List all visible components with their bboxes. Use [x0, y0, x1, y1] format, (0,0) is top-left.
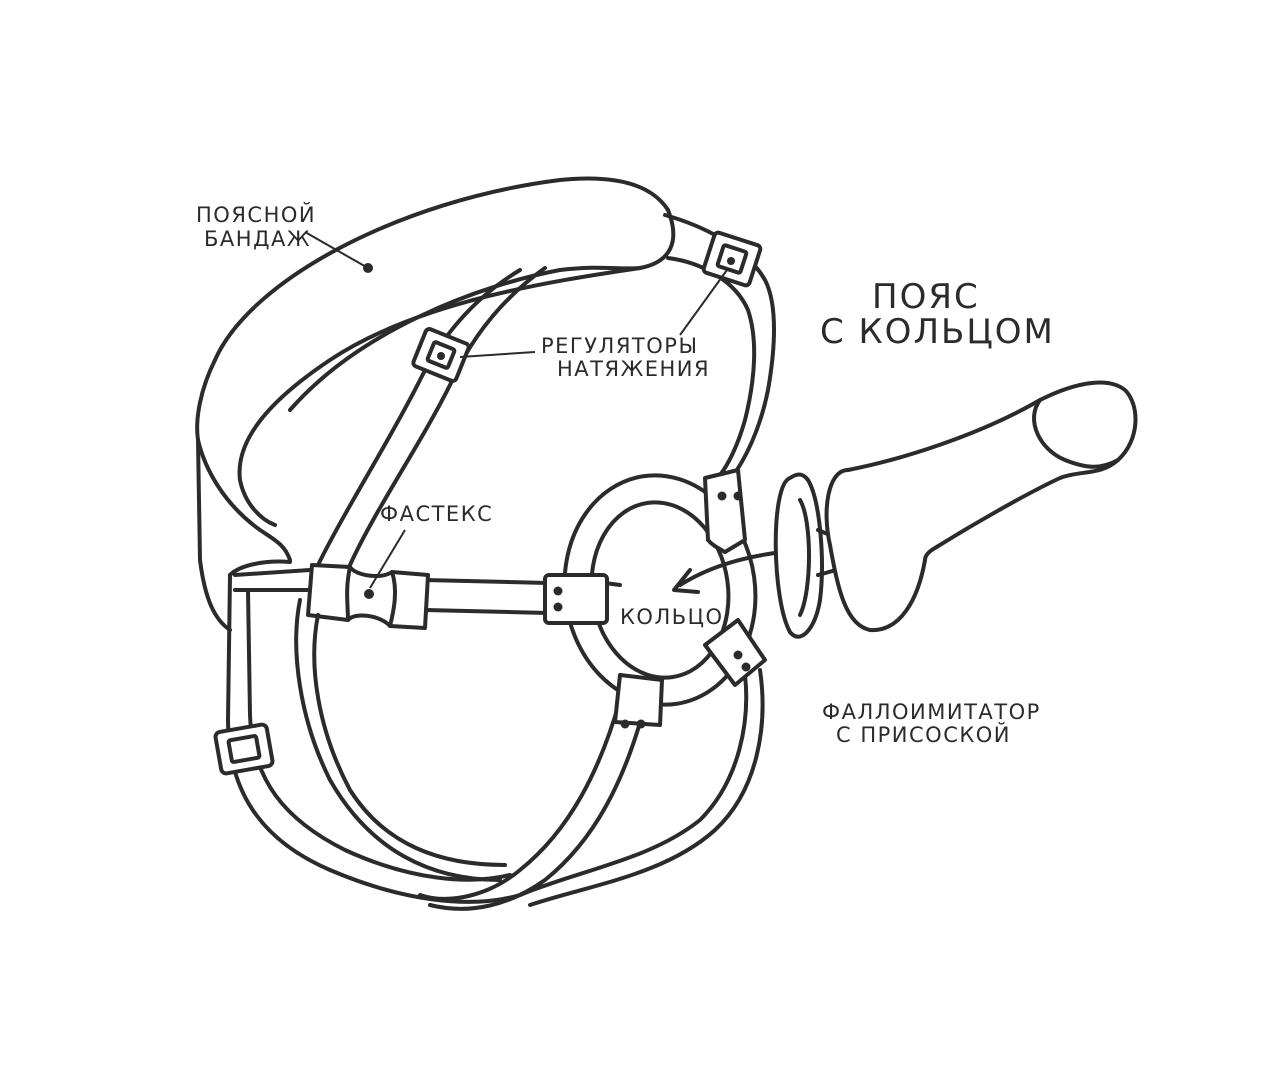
title-line-2: С КОЛЬЦОМ	[820, 312, 1055, 352]
label-waist-band-line-2: БАНДАЖ	[204, 227, 311, 251]
label-dildo-line-2: С ПРИСОСКОЙ	[836, 722, 1011, 747]
label-waist-band-line-1: ПОЯСНОЙ	[196, 202, 316, 227]
title-line-1: ПОЯС	[872, 277, 980, 317]
label-tension-adjusters-line-1: РЕГУЛЯТОРЫ	[541, 334, 698, 358]
label-dildo-line-1: ФАЛЛОИМИТАТОР	[822, 700, 1041, 724]
ring-tab-bottom	[615, 675, 662, 729]
dildo-illustration	[776, 383, 1136, 637]
adjuster-buckle-bottom-left	[215, 724, 274, 774]
ring-tab-right	[705, 620, 765, 685]
fastex-buckle	[308, 565, 428, 628]
label-ring: КОЛЬЦО	[620, 605, 723, 629]
leg-straps-lower	[420, 670, 763, 909]
adjuster-buckle-top	[703, 232, 762, 287]
label-fastex: ФАСТЕКС	[380, 502, 493, 526]
label-tension-adjusters-line-2: НАТЯЖЕНИЯ	[557, 357, 710, 381]
ring-tab-top	[705, 470, 745, 552]
callout-leaders	[305, 232, 727, 588]
ring-tab-left	[545, 575, 607, 623]
